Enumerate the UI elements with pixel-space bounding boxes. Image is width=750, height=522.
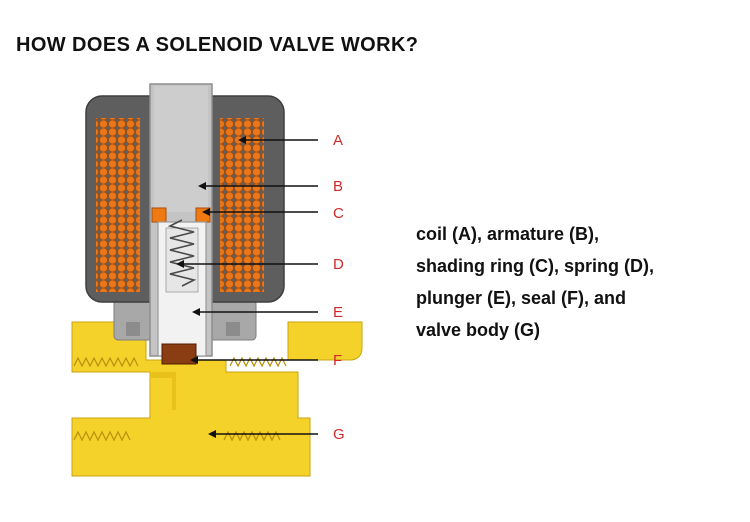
coil-windings (96, 118, 264, 292)
description-line: coil (A), armature (B), (416, 224, 600, 244)
component-description: coil (A), armature (B), shading ring (C)… (416, 218, 736, 346)
label-d: D (333, 256, 344, 273)
spring (167, 219, 197, 287)
label-c: C (333, 205, 344, 222)
label-b: B (333, 178, 343, 195)
plunger (157, 221, 207, 357)
label-g: G (333, 426, 345, 443)
label-e: E (333, 304, 343, 321)
valve-body (71, 321, 363, 477)
label-a: A (333, 132, 343, 149)
label-f: F (333, 352, 342, 369)
page-title: HOW DOES A SOLENOID VALVE WORK? (16, 34, 419, 56)
description-line: plunger (E), seal (F), and (416, 288, 627, 308)
seal (161, 343, 197, 365)
description-line: valve body (G) (416, 320, 541, 340)
leader-lines (176, 136, 318, 438)
description-line: shading ring (C), spring (D), (416, 256, 654, 276)
